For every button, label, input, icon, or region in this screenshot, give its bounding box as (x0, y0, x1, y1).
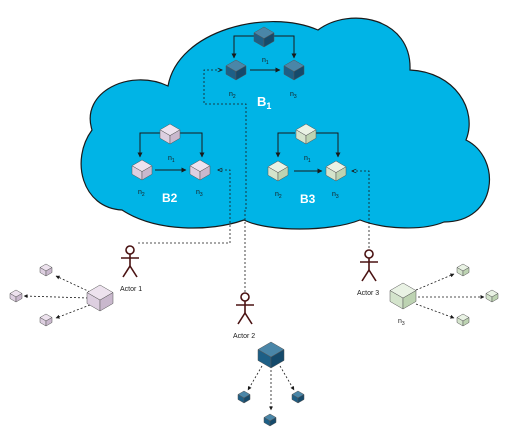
cube-right-face (199, 165, 211, 181)
cube-right-face (462, 267, 470, 277)
b2-edges (137, 132, 205, 173)
actor2-hub-cube (257, 341, 285, 369)
b2-n2-label: n2 (138, 189, 145, 198)
actor1-local-edges (23, 275, 91, 319)
cube-right-face (15, 293, 23, 303)
cube-right-face (402, 290, 417, 310)
actor-1-icon (121, 245, 139, 278)
cube-b1-n3 (283, 59, 305, 81)
cloud (80, 17, 490, 230)
cube-b2-n1 (159, 123, 181, 145)
b3-n3-label: n3 (332, 191, 339, 200)
actor2-leaf-cube-2 (263, 413, 277, 427)
b1-n3-label: n3 (290, 91, 297, 100)
cube-right-face (277, 166, 289, 182)
cube-right-face (45, 267, 53, 277)
actor1-leaf-cube-2 (9, 289, 23, 303)
b2-n3-label: n3 (196, 189, 203, 198)
actor-2-label: Actor 2 (233, 333, 255, 340)
actor-3-icon (360, 249, 378, 282)
cube-b1-n2 (225, 59, 247, 81)
cube-right-face (141, 165, 153, 181)
actor2-leaf-cube-3 (291, 390, 305, 404)
actor3-hub-cube (389, 282, 417, 310)
b3-edges (275, 132, 341, 174)
cube-b2-n3 (189, 159, 211, 181)
cube-right-face (45, 317, 53, 327)
cube-b3-n3 (325, 160, 347, 182)
cube-right-face (169, 129, 181, 145)
cube-right-face (99, 292, 114, 312)
actor2-local-edges (247, 365, 295, 411)
actor3-leaf-cube-2 (485, 289, 499, 303)
actor-2-icon (236, 292, 254, 325)
actor3-leaf-cube-1 (456, 263, 470, 277)
b1-n2-label: n2 (229, 91, 236, 100)
b1-edges (231, 35, 297, 73)
actor-3-label: Actor 3 (357, 290, 379, 297)
cube-right-face (335, 166, 347, 182)
actor-1-label: Actor 1 (120, 286, 142, 293)
b3-n2-label: n2 (275, 191, 282, 200)
actor1-leaf-cube-3 (39, 313, 53, 327)
actor-links (138, 70, 370, 292)
b1-n1-label: n1 (262, 57, 269, 66)
actor1-hub-cube (86, 284, 114, 312)
cube-right-face (297, 394, 305, 404)
cube-b3-n1 (295, 123, 317, 145)
cube-b3-n2 (267, 160, 289, 182)
cube-right-face (263, 32, 275, 48)
actor1-leaf-cube-1 (39, 263, 53, 277)
cube-right-face (305, 129, 317, 145)
cube-b2-n2 (131, 159, 153, 181)
cube-b1-n1 (253, 26, 275, 48)
cube-right-face (270, 349, 285, 369)
cube-right-face (243, 394, 251, 404)
cube-right-face (269, 417, 277, 427)
cube-right-face (491, 293, 499, 303)
cluster-b3-label: B3 (300, 192, 316, 206)
cluster-b2-label: B2 (162, 191, 178, 205)
actor3-hub-label: n3 (398, 318, 405, 327)
actor3-local-edges (415, 273, 485, 319)
actor2-leaf-cube-1 (237, 390, 251, 404)
b2-n1-label: n1 (168, 155, 175, 164)
cluster-b1-label: B1 (257, 94, 271, 111)
cube-right-face (293, 65, 305, 81)
b3-n1-label: n1 (304, 155, 311, 164)
actor3-leaf-cube-3 (456, 313, 470, 327)
cube-right-face (462, 317, 470, 327)
cube-right-face (235, 65, 247, 81)
